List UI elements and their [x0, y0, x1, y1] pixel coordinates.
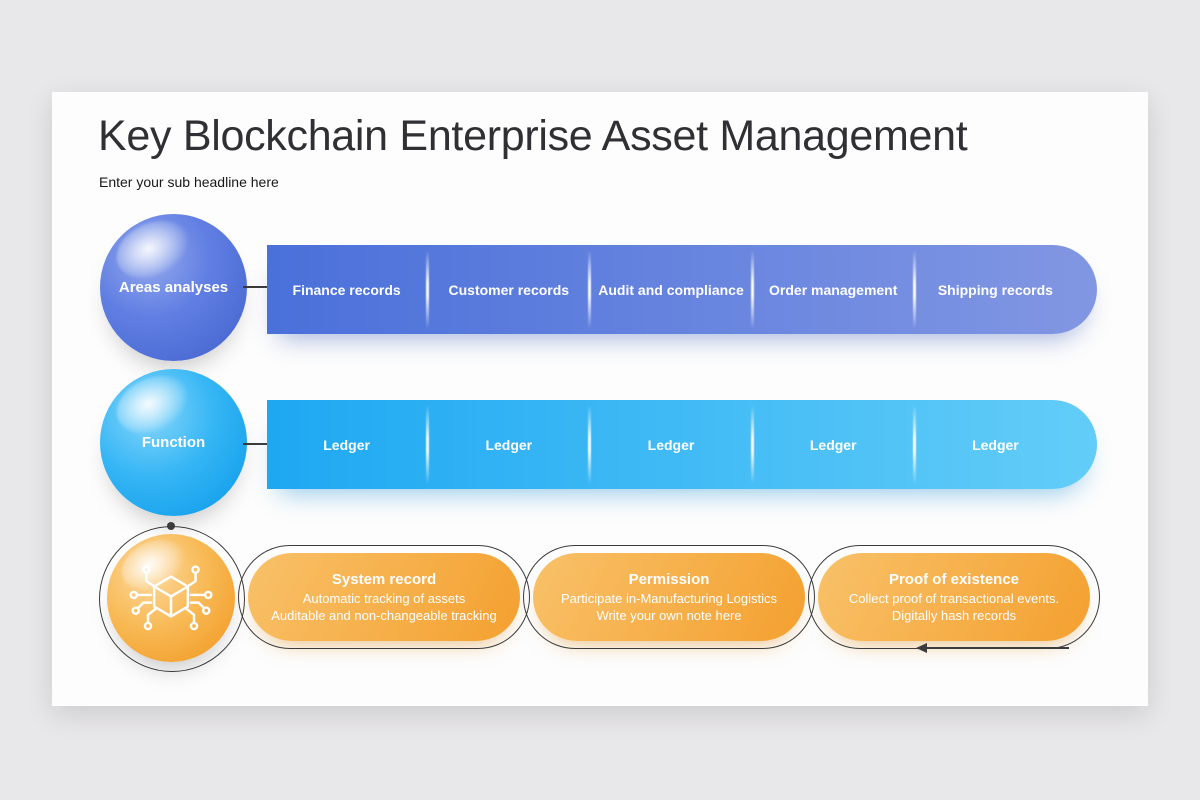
connector-line [243, 286, 268, 288]
segment-label: Audit and compliance [598, 281, 744, 298]
segment-label: Order management [769, 281, 898, 298]
segment-ledger-3: Ledger [591, 400, 750, 489]
segment-ledger-1: Ledger [267, 400, 426, 489]
card-line: Write your own note here [596, 607, 742, 623]
card-line: Participate in-Manufacturing Logistics [560, 590, 778, 606]
segment-ledger-4: Ledger [754, 400, 913, 489]
segment-audit-and-compliance: Audit and compliance [591, 245, 750, 334]
segment-order-management: Order management [754, 245, 913, 334]
flow-arrow-line [927, 647, 1069, 649]
segment-label: Ledger [809, 436, 857, 453]
circle-label: Areas analyses [118, 279, 229, 296]
segment-divider [750, 405, 754, 484]
areas-bar: Finance records Customer records Audit a… [267, 245, 1097, 334]
flow-start-dot [167, 522, 175, 530]
card-system-record: System record Automatic tracking of asse… [238, 545, 530, 649]
segment-ledger-2: Ledger [429, 400, 588, 489]
segment-divider [588, 250, 592, 329]
card-line: Auditable and non-changeable tracking [271, 607, 497, 623]
segment-finance-records: Finance records [267, 245, 426, 334]
segment-divider [426, 405, 430, 484]
card-title: Permission [628, 571, 710, 589]
gloss-highlight [107, 209, 199, 289]
blockchain-circle [107, 530, 235, 662]
segment-label: Ledger [647, 436, 695, 453]
blockchain-cube-icon [129, 565, 213, 631]
segment-label: Ledger [485, 436, 533, 453]
segment-label: Shipping records [937, 281, 1053, 298]
segment-ledger-5: Ledger [916, 400, 1097, 489]
card-line: Collect proof of transactional events. [848, 590, 1060, 606]
flow-arrow-icon [916, 643, 927, 653]
page-subtitle: Enter your sub headline here [99, 174, 279, 190]
segment-divider [750, 250, 754, 329]
card-line: Digitally hash records [891, 607, 1017, 623]
segment-label: Ledger [972, 436, 1019, 453]
areas-analyses-circle: Areas analyses [100, 209, 247, 361]
function-bar: Ledger Ledger Ledger Ledger Ledger [267, 400, 1097, 489]
gloss-highlight [107, 364, 199, 444]
segment-divider [912, 250, 916, 329]
segment-label: Finance records [292, 281, 401, 298]
circle-label: Function [141, 434, 206, 451]
segment-label: Ledger [323, 436, 370, 453]
function-circle: Function [100, 364, 247, 516]
card-title: Proof of existence [888, 571, 1020, 589]
segment-divider [426, 250, 430, 329]
segment-customer-records: Customer records [429, 245, 588, 334]
segment-shipping-records: Shipping records [916, 245, 1097, 334]
page-title: Key Blockchain Enterprise Asset Manageme… [98, 112, 968, 160]
slide: Key Blockchain Enterprise Asset Manageme… [52, 92, 1148, 706]
segment-divider [588, 405, 592, 484]
card-line: Automatic tracking of assets [302, 590, 466, 606]
segment-label: Customer records [448, 281, 570, 298]
card-proof-of-existence: Proof of existence Collect proof of tran… [808, 545, 1100, 649]
segment-divider [912, 405, 916, 484]
card-permission: Permission Participate in-Manufacturing … [523, 545, 815, 649]
connector-line [243, 443, 268, 445]
card-title: System record [331, 571, 437, 589]
